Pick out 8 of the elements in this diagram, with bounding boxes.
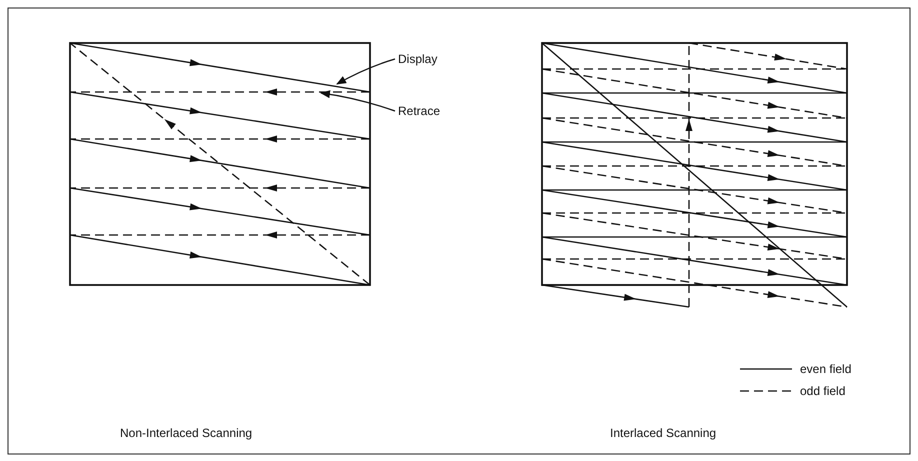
legend-label: even field — [800, 362, 852, 376]
leader-line — [336, 58, 396, 85]
figure-caption: Non-Interlaced Scanning — [120, 426, 252, 440]
figure-caption: Interlaced Scanning — [610, 426, 716, 440]
legend-label: odd field — [800, 384, 846, 398]
callout-label: Display — [398, 52, 438, 66]
leader-line — [320, 90, 396, 112]
callout-label: Retrace — [398, 104, 440, 118]
